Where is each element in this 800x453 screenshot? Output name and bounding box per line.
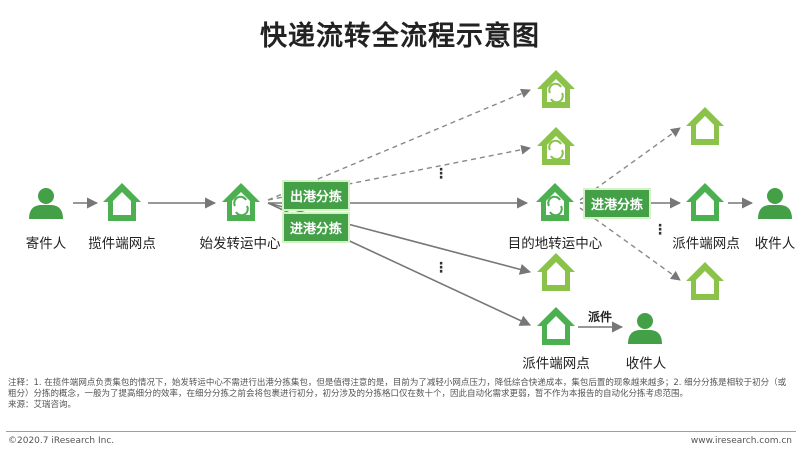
sender-label: 寄件人: [25, 236, 67, 252]
cycle-icon: [233, 195, 563, 217]
note-text: 注释：1. 在揽件端网点负责集包的情况下，始发转运中心不需进行出港分拣集包，但是…: [8, 378, 787, 399]
website: www.iresearch.com.cn: [690, 436, 792, 446]
ellipsis-right: ⋮: [653, 222, 667, 238]
receiver-right-person-icon: [758, 188, 792, 219]
collect-point-label: 揽件端网点: [88, 236, 156, 252]
inbound-sort-tag: 进港分拣: [282, 212, 351, 243]
point-bottom-house-icon: [686, 262, 724, 300]
outbound-sort-tag: 出港分拣: [282, 180, 351, 211]
ellipsis-lower: ⋮: [434, 260, 448, 276]
receiver-bottom-person-icon: [628, 313, 662, 344]
sender-person-icon: [29, 188, 63, 219]
inbound-sort-dest-tag: 进港分拣: [583, 188, 652, 219]
collect-point-house-icon: [103, 183, 141, 221]
dashed-arrow-to-point-bottom: [579, 207, 681, 281]
receiver-right-label: 收件人: [754, 236, 796, 252]
cycle-icon: [548, 82, 564, 161]
delivery-point-bottom-label: 派件端网点: [522, 356, 590, 372]
delivery-point-right-label: 派件端网点: [672, 236, 740, 252]
footer-divider: [6, 431, 796, 432]
house-mid-lower-icon: [537, 253, 575, 291]
copyright: ©2020.7 iResearch Inc.: [8, 436, 115, 446]
delivery-bottom-house-icon: [537, 307, 575, 345]
origin-hub-label: 始发转运中心: [199, 236, 281, 252]
dest-hub-label: 目的地转运中心: [507, 236, 603, 252]
ellipsis-upper: ⋮: [434, 166, 448, 182]
dispatch-label: 派件: [588, 310, 613, 324]
source-text: 来源：艾瑞咨询。: [8, 400, 77, 410]
delivery-right-house-icon: [686, 183, 724, 221]
point-top-house-icon: [686, 107, 724, 145]
footnote: 注释：1. 在揽件端网点负责集包的情况下，始发转运中心不需进行出港分拣集包，但是…: [8, 378, 794, 411]
page-title: 快递流转全流程示意图: [260, 21, 540, 52]
receiver-bottom-label: 收件人: [625, 356, 667, 372]
